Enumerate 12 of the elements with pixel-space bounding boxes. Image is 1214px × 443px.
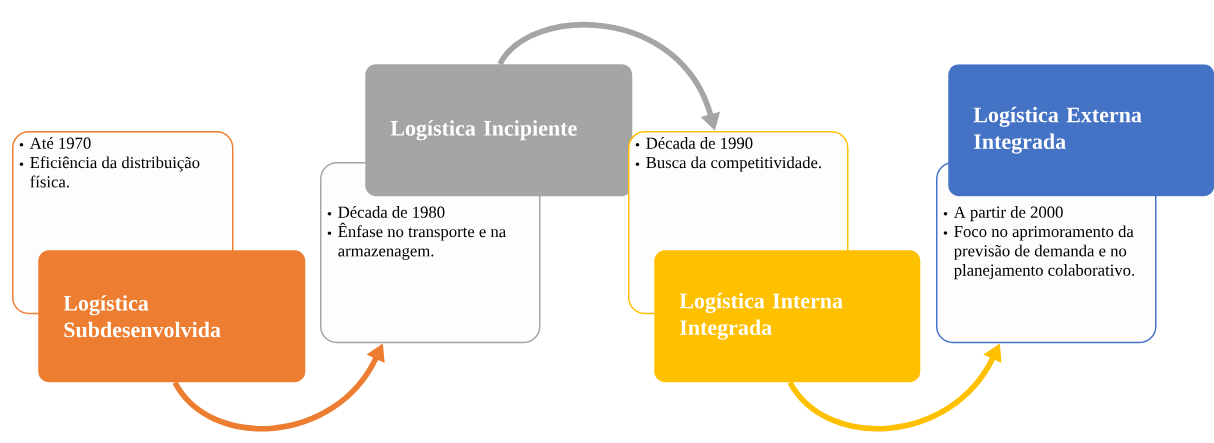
bullet-item: Foco no aprimoramento da previsão de demanda e no planejamento colaborativo. xyxy=(954,225,1135,280)
bullet-item: Até 1970 xyxy=(29,137,91,149)
stage-title-box: Logística Subdesenvolvida xyxy=(38,250,306,383)
bullet-item: Década de 1980 xyxy=(338,206,445,218)
bullet-item: Busca da competitividade. xyxy=(646,156,821,172)
bullet-item: Ênfase no transporte e na armazenagem. xyxy=(338,222,506,260)
stage-title-box: Logística Interna Integrada xyxy=(654,250,921,383)
bullet-item: A partir de 2000 xyxy=(953,206,1063,222)
stage-title-box: Logística Incipiente xyxy=(365,64,633,197)
bullet-item: Eficiência da distribuição física. xyxy=(30,156,200,188)
stage-title-box: Logística Externa Integrada xyxy=(948,64,1214,197)
bullet-item: Década de 1990 xyxy=(646,137,753,149)
